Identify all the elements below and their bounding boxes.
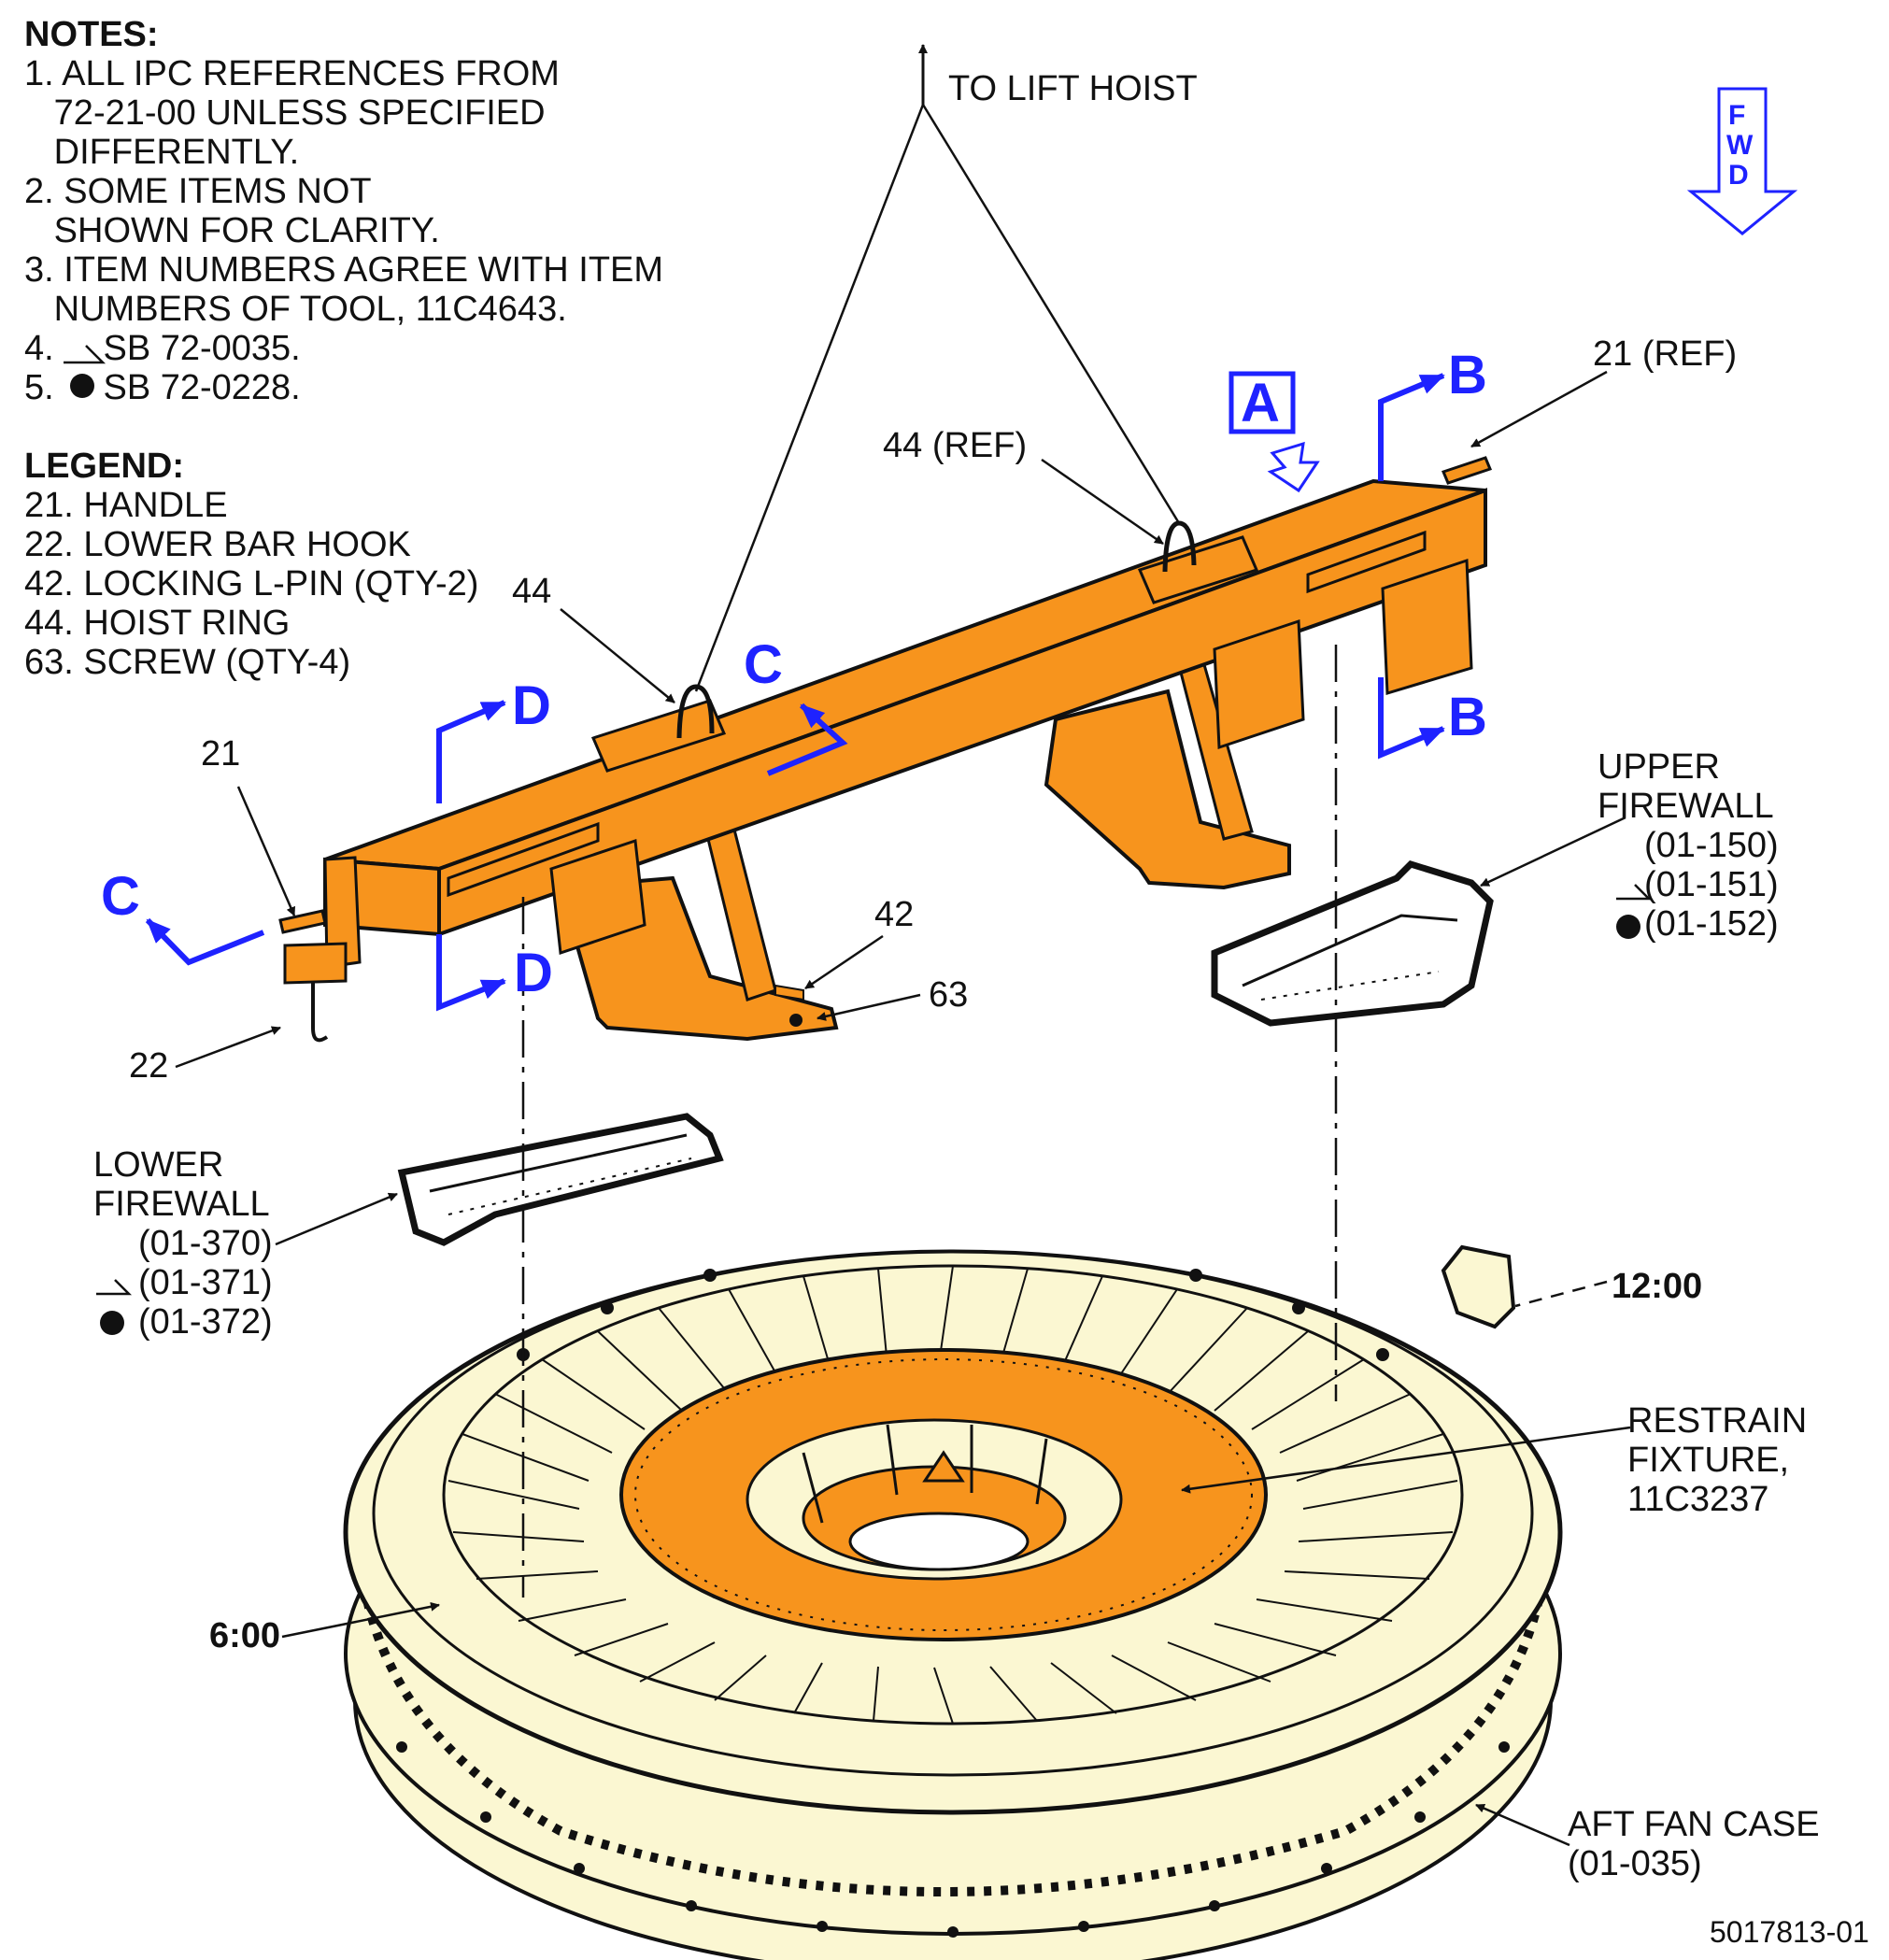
legend-item: 21. HANDLE [24, 486, 228, 525]
item-21-label: 21 [201, 734, 241, 774]
notes-heading: NOTES: [24, 15, 159, 54]
note-line: DIFFERENTLY. [24, 133, 300, 172]
item-63-label: 63 [929, 975, 969, 1015]
restrain-fixture-label: RESTRAIN [1627, 1401, 1808, 1441]
item-44-label: 44 [512, 572, 552, 611]
item-21-ref-label: 21 (REF) [1593, 334, 1738, 374]
aft-fan-case-label: (01-035) [1568, 1844, 1702, 1883]
fixture-spokes [802, 1424, 1048, 1524]
upper-firewall-label: (01-151) [1644, 865, 1779, 904]
upper-firewall-label: FIREWALL [1598, 787, 1774, 826]
section-d-bottom [436, 934, 506, 1012]
lower-firewall-label: (01-370) [138, 1224, 273, 1263]
figure-id: 5017813-01 [1710, 1915, 1869, 1949]
sling-aft [694, 104, 925, 692]
fwd-handle [1441, 456, 1493, 485]
to-lift-hoist-label: TO LIFT HOIST [948, 69, 1198, 108]
section-b-bottom [1378, 677, 1445, 760]
six-oclock-label: 6:00 [209, 1616, 281, 1655]
fwd-clamp-box [1213, 618, 1305, 750]
view-a-box [1229, 371, 1296, 434]
sb-0035-symbol [64, 345, 107, 364]
view-a-label: A [1241, 373, 1280, 433]
item-42-label: 42 [874, 895, 915, 934]
lift-beam [278, 456, 1493, 1043]
upper-firewall-label: (01-152) [1644, 904, 1779, 944]
restrain-fixture-label: 11C3237 [1627, 1480, 1769, 1519]
note-line: 4. SB 72-0035. [24, 329, 301, 368]
sb-0228-symbol [70, 374, 94, 398]
lower-firewall [397, 1113, 724, 1246]
note-line: 1. ALL IPC REFERENCES FROM [24, 54, 560, 93]
fwd-end-box [1381, 558, 1473, 695]
section-d-label-top: D [512, 675, 551, 736]
aft-hoist-pad [590, 699, 727, 773]
section-d-label-bottom: D [514, 943, 553, 1003]
note-line: 5. SB 72-0228. [24, 368, 301, 407]
screw [789, 1014, 802, 1027]
section-d-top [436, 700, 506, 803]
fwd-letter: F [1728, 100, 1746, 131]
fwd-letter: D [1728, 160, 1749, 191]
upper-firewall-label: (01-150) [1644, 826, 1779, 865]
sb-0035-symbol-lower [96, 1279, 133, 1296]
section-arrows [145, 87, 1798, 1012]
fwd-letter: W [1726, 130, 1754, 161]
sb-0228-symbol-upper [1616, 915, 1640, 939]
section-c-aft [145, 917, 265, 966]
beam-slot-fwd [1306, 530, 1427, 594]
restrain-fixture [619, 1348, 1268, 1641]
item-22-label: 22 [129, 1046, 169, 1086]
section-b-top [1378, 373, 1445, 481]
note-line: 2. SOME ITEMS NOT [24, 172, 372, 211]
twelve-oclock-bracket [1441, 1244, 1516, 1329]
beam-slot-aft [447, 821, 600, 898]
flange-bolt-holes [396, 1269, 1510, 1938]
sling-fwd [921, 104, 1181, 524]
aft-end-plate [323, 856, 362, 969]
note-line: NUMBERS OF TOOL, 11C4643. [24, 290, 567, 329]
aft-handle [278, 909, 327, 934]
leader-lines [175, 44, 1631, 1847]
note-line: 3. ITEM NUMBERS AGREE WITH ITEM [24, 250, 664, 290]
legend-heading: LEGEND: [24, 447, 184, 486]
upper-firewall-label: UPPER [1598, 747, 1720, 787]
aft-hook-bracket [283, 942, 348, 985]
view-a-arrow [1267, 441, 1320, 493]
lower-firewall-label: LOWER [93, 1145, 224, 1185]
note-line: SHOWN FOR CLARITY. [24, 211, 440, 250]
section-c-label-fwd: C [744, 634, 783, 695]
section-c-fwd [766, 703, 848, 776]
item-44-ref-label: 44 (REF) [883, 426, 1028, 465]
sb-0228-symbol-lower [100, 1311, 124, 1335]
legend-item: 44. HOIST RING [24, 604, 291, 643]
aft-hoist-ring [676, 684, 715, 739]
fwd-arrow [1686, 87, 1798, 235]
lower-bar-hook [311, 983, 329, 1043]
section-c-label-aft: C [101, 866, 140, 927]
fixture-bore [848, 1512, 1030, 1571]
legend-item: 42. LOCKING L-PIN (QTY-2) [24, 564, 479, 604]
beam-side-face [437, 488, 1487, 937]
section-b-label-bottom: B [1448, 687, 1487, 747]
note-line: 72-21-00 UNLESS SPECIFIED [24, 93, 546, 133]
lower-firewall-label: FIREWALL [93, 1185, 270, 1224]
aft-clamp-box [549, 838, 646, 956]
upper-firewall [1211, 860, 1494, 1027]
legend-item: 22. LOWER BAR HOOK [24, 525, 411, 564]
lower-firewall-label: (01-372) [138, 1302, 273, 1342]
sb-0035-symbol-upper [1616, 884, 1653, 901]
section-b-label-top: B [1448, 345, 1487, 405]
twelve-oclock-label: 12:00 [1612, 1267, 1703, 1306]
legend-item: 63. SCREW (QTY-4) [24, 643, 351, 682]
fwd-hoist-pad [1137, 535, 1259, 604]
aft-fan-case-label: AFT FAN CASE [1568, 1805, 1820, 1844]
beam-top-face [324, 478, 1486, 872]
guide-vanes [447, 1265, 1458, 1725]
locking-l-pin [774, 984, 804, 1001]
lower-firewall-label: (01-371) [138, 1263, 273, 1302]
restrain-fixture-label: FIXTURE, [1627, 1441, 1790, 1480]
